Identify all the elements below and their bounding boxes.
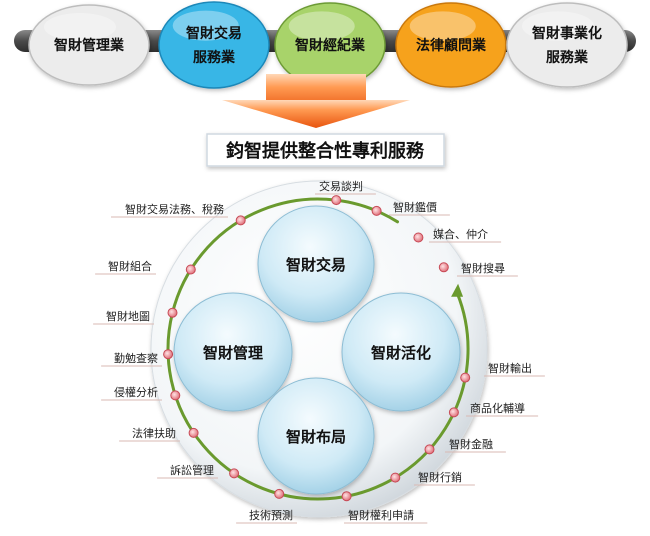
industry-bubble-shape: [506, 2, 628, 88]
bubble-highlight: [522, 11, 594, 41]
bubble-highlight: [288, 11, 355, 41]
industry-bubble-label: 智財事業化: [531, 25, 602, 42]
industry-bubble-label: 法律顧問業: [416, 37, 487, 54]
service-banner: 鈞智提供整合性專利服務: [206, 133, 445, 167]
ring-label: 智財組合: [108, 259, 152, 273]
ring-label: 智財行銷: [418, 470, 462, 484]
ring-dot: [460, 372, 471, 383]
core-circle-manage: 智財管理: [173, 292, 293, 412]
industry-bubble-shape: [395, 2, 507, 88]
ring-dot: [448, 407, 459, 418]
ring-dot: [331, 195, 342, 206]
industry-bubble-label: 智財交易: [185, 25, 242, 42]
ring-label: 商品化輔導: [470, 401, 525, 415]
core-circle-trade: 智財交易: [257, 205, 375, 323]
core-circle-label: 智財管理: [203, 344, 263, 362]
ring-dot: [424, 444, 435, 455]
label-leader-lines: [93, 193, 545, 524]
ring-label: 訴訟管理: [170, 463, 214, 477]
ring-dot: [390, 472, 401, 483]
ring-label: 法律扶助: [132, 426, 176, 440]
ring-dot: [274, 488, 285, 499]
ring-dots: [163, 195, 471, 502]
core-circle-shape: [257, 205, 375, 323]
ring-dot: [170, 390, 181, 401]
ring-label: 交易談判: [319, 179, 363, 193]
core-circle-layout: 智財布局: [257, 377, 375, 495]
industry-bubble-label: 服務業: [546, 49, 589, 66]
industry-bubble: 智財經紀業: [274, 2, 386, 88]
ring-dot: [167, 307, 178, 318]
ring-dot: [341, 491, 352, 502]
ring-label: 智財搜尋: [461, 261, 505, 275]
ring-label: 智財地圖: [106, 309, 150, 323]
ring-label: 智財輸出: [488, 361, 532, 375]
wheel-background: [150, 180, 488, 518]
ring-dot: [229, 468, 240, 479]
core-circle-activate: 智財活化: [341, 292, 461, 412]
ring-dot: [188, 427, 199, 438]
ring-label: 侵權分析: [114, 385, 158, 399]
ring-label: 智財權利申請: [348, 508, 414, 522]
core-circle-shape: [173, 292, 293, 412]
down-arrow: [222, 74, 410, 128]
core-circle-label: 智財交易: [286, 256, 346, 274]
ring-arrow-head: [451, 283, 464, 297]
core-circle-shape: [341, 292, 461, 412]
industry-bubble: 法律顧問業: [395, 2, 507, 88]
service-wheel: 交易談判智財鑑價媒合、仲介智財搜尋智財輸出商品化輔導智財金融智財行銷智財權利申請…: [93, 179, 545, 524]
ring-dot: [371, 205, 382, 216]
industry-bubble-shape: [28, 4, 150, 86]
industry-bubble-label: 服務業: [193, 49, 236, 66]
bubble-highlight: [409, 11, 476, 41]
core-circle-shape: [257, 377, 375, 495]
bubble-highlight: [172, 10, 239, 41]
core-circle-label: 智財活化: [371, 344, 431, 362]
ring-label: 勤勉查察: [114, 351, 158, 365]
ring-label: 智財鑑價: [393, 200, 437, 214]
ring-dot: [235, 215, 246, 226]
core-circle-label: 智財布局: [286, 428, 346, 446]
ring-dot: [438, 262, 449, 273]
ring-label: 智財金融: [449, 437, 493, 451]
ring-dot: [185, 264, 196, 275]
ring-dot: [413, 232, 424, 243]
service-ring: [166, 197, 470, 501]
industry-bubble-label: 智財管理業: [53, 37, 125, 54]
ring-dot: [163, 349, 174, 360]
industry-bubble-label: 智財經紀業: [294, 37, 366, 54]
industry-bubble: 智財管理業: [28, 4, 150, 86]
banner-title: 鈞智提供整合性專利服務: [226, 140, 425, 162]
ring-label: 技術預測: [249, 508, 293, 522]
ring-label: 媒合、仲介: [433, 227, 488, 241]
ring-label: 智財交易法務、稅務: [125, 202, 224, 216]
ring-labels: 交易談判智財鑑價媒合、仲介智財搜尋智財輸出商品化輔導智財金融智財行銷智財權利申請…: [106, 179, 532, 522]
industry-bubble-shape: [158, 1, 270, 89]
bubble-highlight: [44, 13, 116, 41]
